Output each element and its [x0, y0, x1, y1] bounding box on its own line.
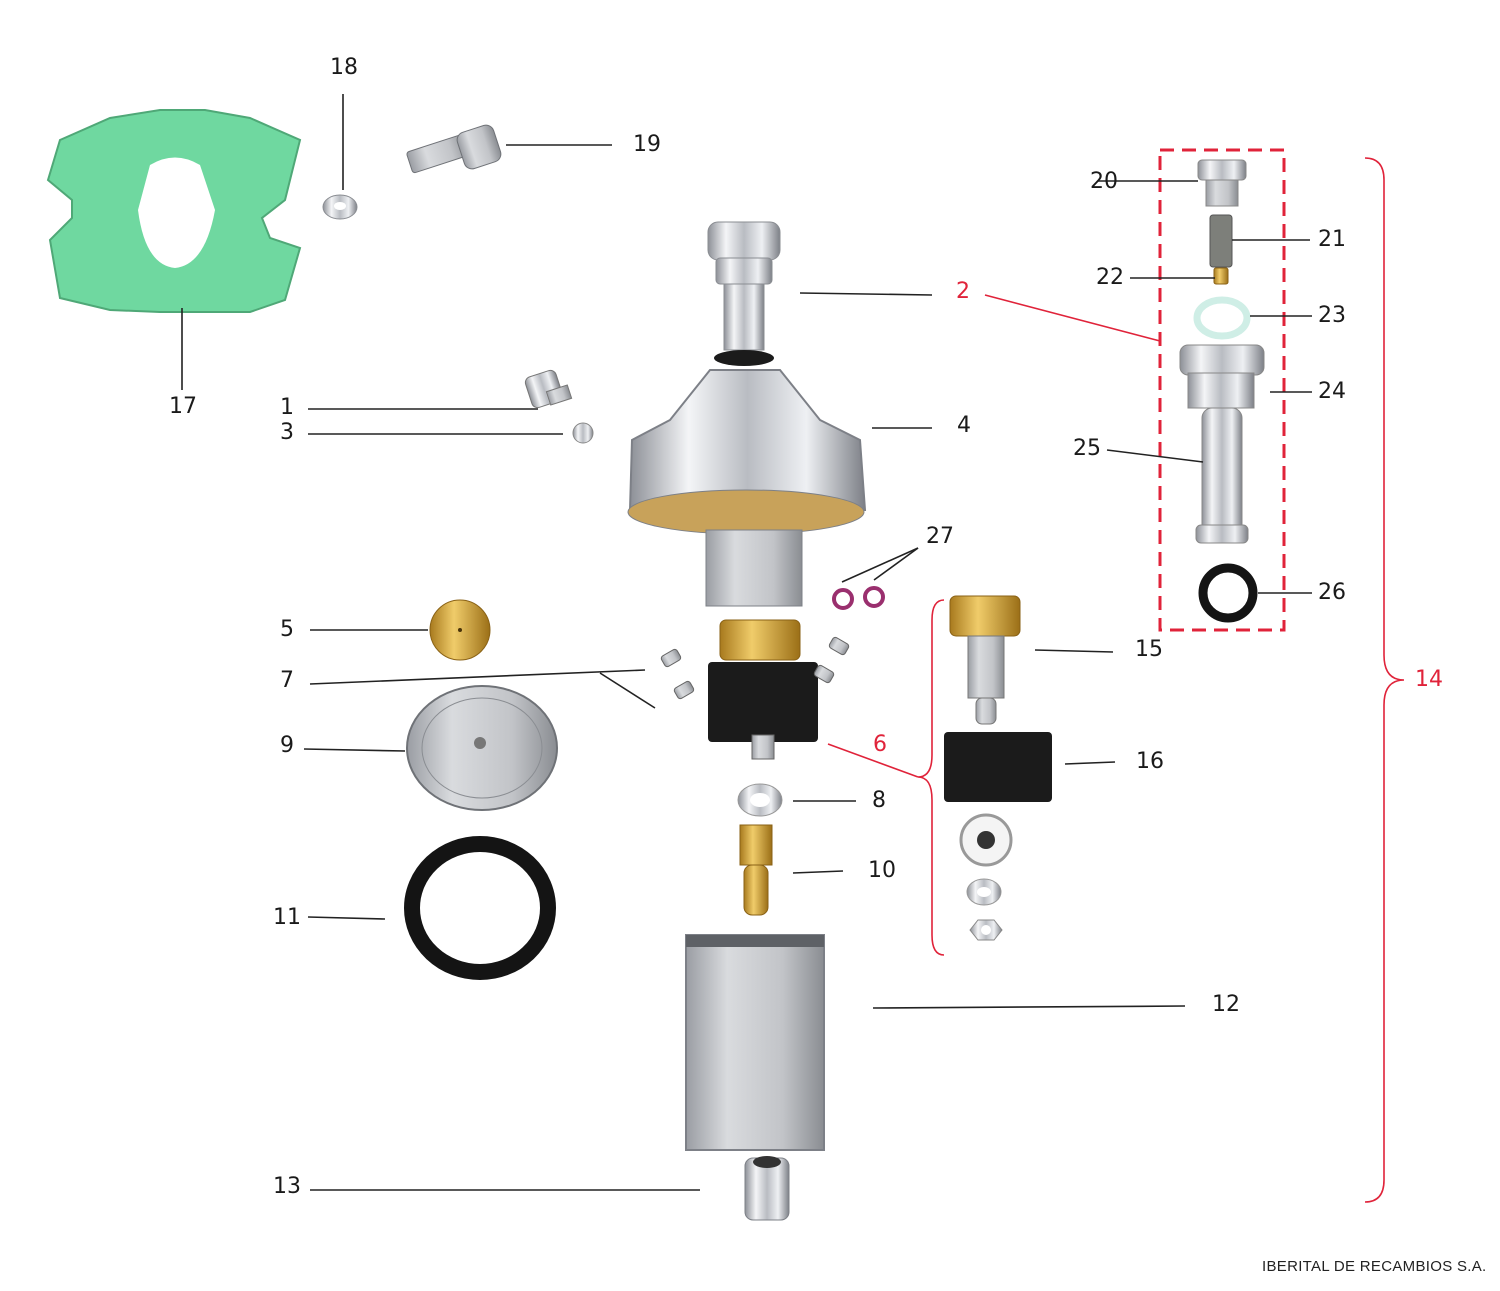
label-15: 15 — [1135, 637, 1163, 662]
steel-cover-part-12 — [685, 934, 825, 1151]
shower-screen-part-9 — [406, 685, 558, 811]
label-27: 27 — [926, 524, 954, 549]
label-13: 13 — [273, 1174, 301, 1199]
leader-lines — [181, 94, 1312, 1191]
pin-part-21 — [1209, 214, 1233, 268]
socket-screw-part-19 — [406, 124, 502, 174]
group-gasket-part-11 — [404, 836, 556, 980]
label-22: 22 — [1096, 265, 1124, 290]
teflon-ring-part-23 — [1193, 296, 1251, 340]
label-18: 18 — [330, 55, 358, 80]
footer-company-name: IBERITAL DE RECAMBIOS S.A. — [1262, 1258, 1487, 1275]
jet-part-22 — [1213, 267, 1229, 285]
label-12: 12 — [1212, 992, 1240, 1017]
label-9: 9 — [280, 733, 294, 758]
cap-nut-part-13 — [744, 1156, 790, 1221]
valve-stem-part-2 — [707, 221, 781, 366]
ball-part-3 — [572, 422, 594, 444]
label-20: 20 — [1090, 169, 1118, 194]
gasket-part-17 — [46, 109, 302, 313]
label-7: 7 — [280, 668, 294, 693]
label-21: 21 — [1318, 227, 1346, 252]
screw-part-1 — [524, 369, 573, 409]
label-2: 2 — [956, 279, 970, 304]
label-10: 10 — [868, 858, 896, 883]
kit-dashed-box — [1158, 148, 1286, 632]
label-1: 1 — [280, 395, 294, 420]
brass-nipple-part-10 — [739, 824, 773, 916]
o-ring-part-26 — [1198, 563, 1258, 623]
valve-body-part-15 — [949, 595, 1021, 725]
label-5: 5 — [280, 617, 294, 642]
label-4: 4 — [957, 413, 971, 438]
solenoid-valve-part-7 — [660, 619, 850, 760]
label-8: 8 — [872, 788, 886, 813]
red-callout-lines — [827, 157, 1405, 1203]
valve-seat-part-24 — [1179, 344, 1265, 409]
o-rings-part-27 — [832, 586, 885, 610]
label-19: 19 — [633, 132, 661, 157]
group-body-part-4 — [627, 369, 867, 607]
label-11: 11 — [273, 905, 301, 930]
label-3: 3 — [280, 420, 294, 445]
label-23: 23 — [1318, 303, 1346, 328]
label-26: 26 — [1318, 580, 1346, 605]
label-14: 14 — [1415, 667, 1443, 692]
spring-washer-part-18 — [322, 194, 358, 220]
label-24: 24 — [1318, 379, 1346, 404]
label-16: 16 — [1136, 749, 1164, 774]
tube-part-25 — [1195, 407, 1249, 544]
label-17: 17 — [169, 394, 197, 419]
brass-disc-part-5 — [429, 599, 491, 661]
adapter-part-20 — [1197, 159, 1247, 207]
label-6: 6 — [873, 732, 887, 757]
label-25: 25 — [1073, 436, 1101, 461]
washer-part-8 — [737, 783, 783, 817]
coil-part-16 — [944, 732, 1052, 941]
